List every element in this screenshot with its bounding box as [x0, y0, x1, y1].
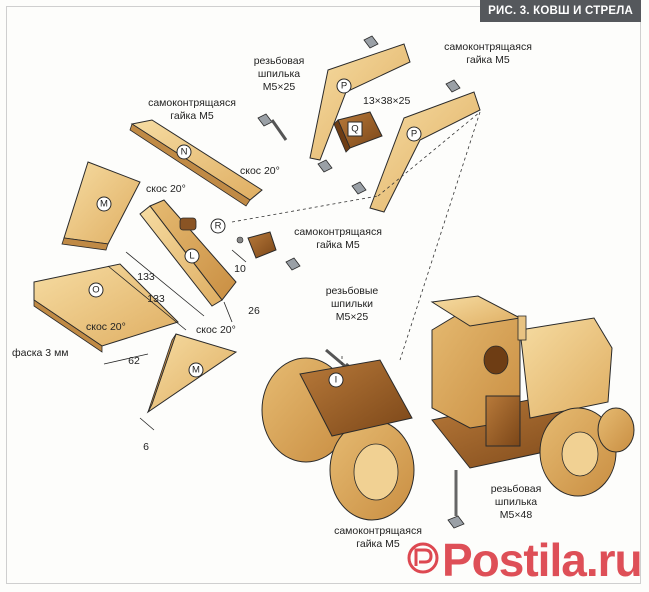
- callout-bevel-m: скос 20°: [196, 324, 236, 336]
- callout-stud-m5x48-line1: резьбовая: [491, 483, 542, 495]
- callout-nut-r-line1: самоконтрящаяся: [294, 226, 382, 238]
- part-label-p-right: P: [411, 129, 417, 140]
- callout-nut-top-right: самоконтрящаяся гайка М5: [444, 41, 532, 66]
- hardware-nuts: [257, 35, 465, 529]
- part-label-r: R: [215, 221, 222, 232]
- callout-studs-line3: M5×25: [336, 311, 369, 323]
- tractor-assembly: I: [261, 295, 635, 521]
- dimension-6: 6: [143, 441, 149, 453]
- callout-nut-left: самоконтрящаяся гайка М5: [148, 97, 236, 122]
- callout-nut-bottom: самоконтрящаяся гайка М5: [334, 525, 422, 550]
- part-label-m-upper: M: [100, 199, 108, 210]
- part-badge-m-upper: [96, 196, 112, 212]
- part-badge-l: [184, 248, 200, 264]
- callout-stud-m5x48-line3: M5×48: [500, 509, 533, 521]
- part-o: O: [33, 263, 179, 353]
- callout-bevel-n: скос 20°: [240, 165, 280, 177]
- part-r: R: [179, 217, 301, 271]
- part-badge-o: [88, 282, 104, 298]
- dimension-133-b: 133: [147, 293, 165, 305]
- part-label-p-left: P: [341, 81, 347, 92]
- part-badge-p-right: [406, 126, 422, 142]
- callout-chamfer: фаска 3 мм: [12, 347, 69, 359]
- part-label-m-lower: M: [192, 365, 200, 376]
- callout-nut-tr-line1: самоконтрящаяся: [444, 41, 532, 53]
- callout-nut-b-line1: самоконтрящаяся: [334, 525, 422, 537]
- part-label-q: Q: [351, 124, 358, 135]
- part-label-i: I: [335, 375, 338, 386]
- callout-stud-m5x48-line2: шпилька: [495, 496, 537, 508]
- part-p-right: P: [369, 91, 481, 213]
- part-m-upper: M: [61, 161, 141, 251]
- part-l: L: [139, 199, 237, 307]
- part-label-o: O: [92, 285, 99, 296]
- dimension-133-a: 133: [137, 271, 155, 283]
- part-label-l: L: [189, 251, 194, 262]
- callout-nut-b-line2: гайка М5: [356, 538, 400, 550]
- callout-bevel-l: скос 20°: [146, 183, 186, 195]
- callout-nut-l-line1: самоконтрящаяся: [148, 97, 236, 109]
- callout-nut-tr-line2: гайка М5: [466, 54, 510, 66]
- callout-stud-top: резьбовая шпилька M5×25: [254, 55, 305, 93]
- part-badge-r: [210, 218, 226, 234]
- callout-nut-r-line2: гайка М5: [316, 239, 360, 251]
- callout-studs-line1: резьбовые: [326, 285, 379, 297]
- part-q: Q: [333, 111, 383, 153]
- nut-r: [285, 257, 301, 271]
- callout-stud-m5x25-line2: шпилька: [258, 68, 300, 80]
- part-badge-n: [176, 144, 192, 160]
- postila-logo-icon: [407, 542, 439, 574]
- part-badge-p-left: [336, 78, 352, 94]
- part-badge-q: [347, 121, 363, 137]
- dimension-lines: [103, 249, 247, 431]
- callout-studs-line2: шпильки: [331, 298, 373, 310]
- figure-tag: РИС. 3. КОВШ И СТРЕЛА: [480, 0, 641, 22]
- part-label-n: N: [181, 147, 188, 158]
- part-m-lower: M: [146, 333, 238, 414]
- callout-nut-r: самоконтрящаяся гайка М5: [294, 226, 382, 251]
- callout-part-q-size: 13×38×25: [363, 95, 410, 107]
- part-n: N: [129, 119, 263, 207]
- callout-stud-m5x25-line1: резьбовая: [254, 55, 305, 67]
- part-badge-m-lower: [188, 362, 204, 378]
- callout-bevel-o: скос 20°: [86, 321, 126, 333]
- dimension-26: 26: [248, 305, 260, 317]
- part-p-left: P: [309, 43, 411, 161]
- part-badge-i: [328, 372, 344, 388]
- callout-stud-m5x25-line3: M5×25: [263, 81, 296, 93]
- watermark-text: Postila.ru: [442, 534, 643, 586]
- dimension-62: 62: [128, 355, 140, 367]
- callout-nut-l-line2: гайка М5: [170, 110, 214, 122]
- figure-frame: [6, 6, 641, 584]
- callout-studs-mid: резьбовые шпильки M5×25: [326, 285, 379, 323]
- dimension-10: 10: [234, 263, 246, 275]
- callout-stud-bottom: резьбовая шпилька M5×48: [491, 483, 542, 521]
